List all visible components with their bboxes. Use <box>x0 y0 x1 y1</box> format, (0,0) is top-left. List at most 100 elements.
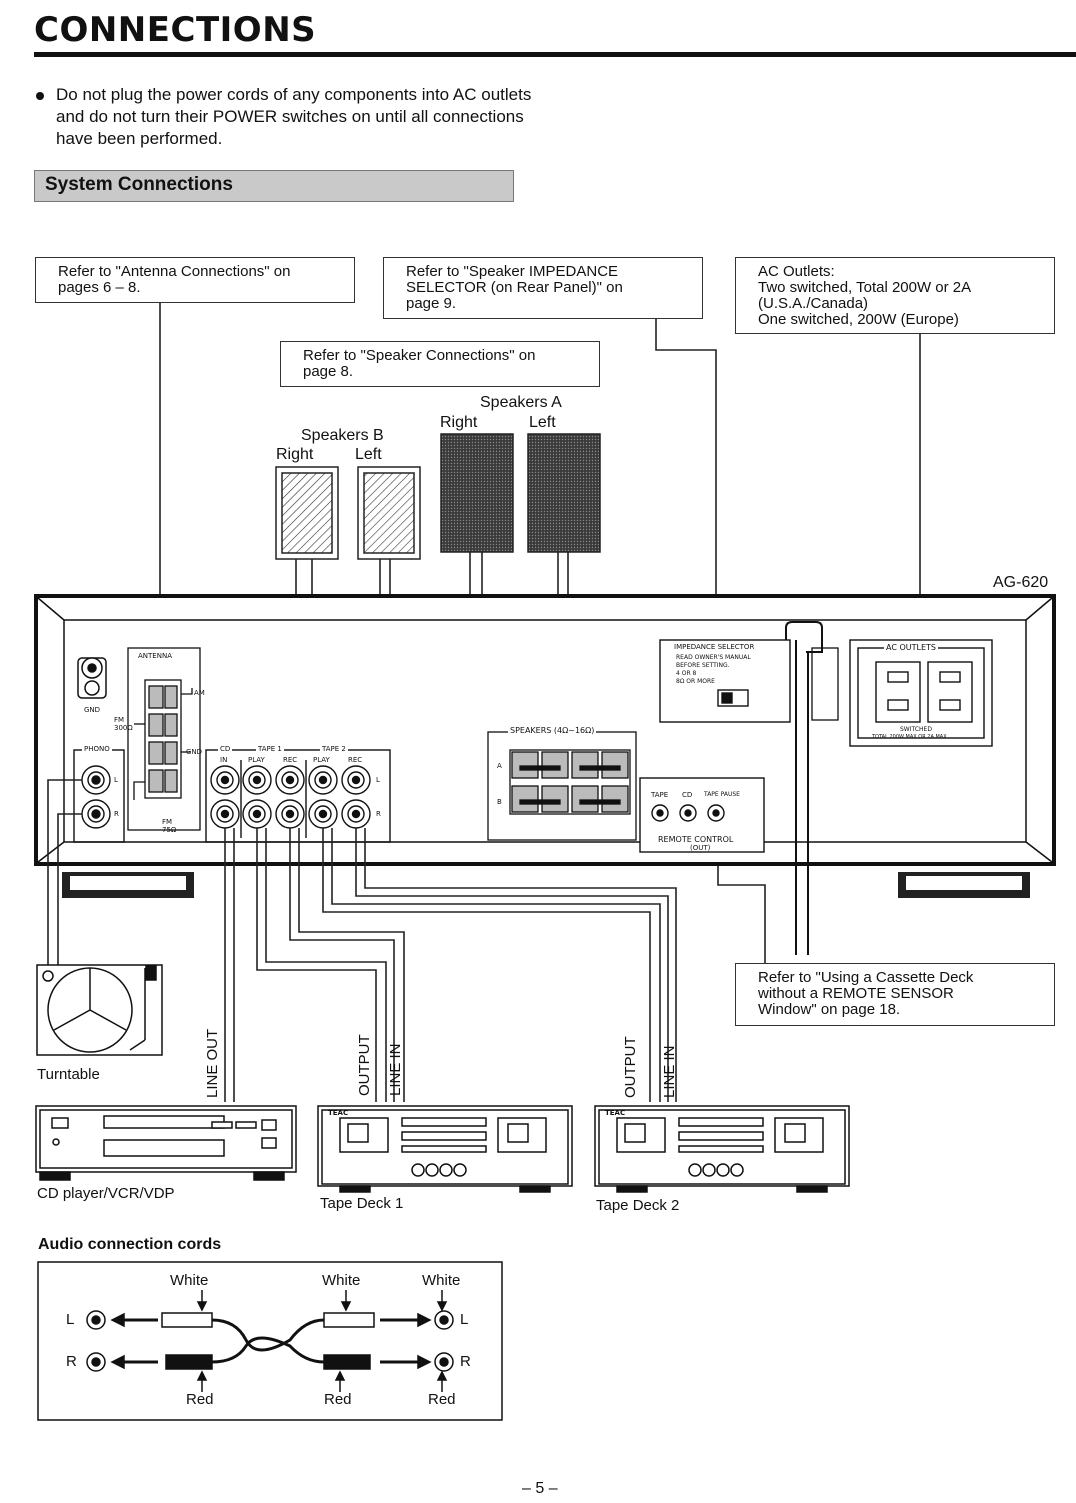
page-number: – 5 – <box>522 1480 558 1497</box>
callout-speaker-connections: Refer to "Speaker Connections" on page 8… <box>280 341 600 387</box>
speakers-a-label: Speakers A <box>480 394 562 411</box>
tape1-play-label: PLAY <box>248 756 265 764</box>
speaker-a-right <box>440 433 514 553</box>
section-heading-bar: System Connections <box>34 170 514 202</box>
callout-cassette-line: Window" on page 18. <box>758 1001 901 1018</box>
line-l-label: L <box>376 776 380 784</box>
callout-speaker-line: page 8. <box>303 363 354 380</box>
am-label: AM <box>194 689 205 697</box>
impedance-selector <box>659 639 791 723</box>
audio-cables <box>47 779 677 1102</box>
gnd-small-label: GND <box>84 706 101 714</box>
turntable-label: Turntable <box>37 1066 100 1083</box>
callout-antenna-line: pages 6 – 8. <box>58 279 141 296</box>
speaker-b-right <box>275 466 339 560</box>
callout-ac-line: (U.S.A./Canada) <box>758 295 869 312</box>
impedance-note2: BEFORE SETTING. <box>676 662 730 669</box>
title-rule <box>34 52 1076 57</box>
ac-total-label: TOTAL 200W MAX OR 2A MAX <box>872 734 947 740</box>
remote-cd-label: CD <box>682 791 693 799</box>
cord-left-l-label: L <box>66 1311 75 1328</box>
gnd-label: GND <box>186 748 203 756</box>
warning-note: Do not plug the power cords of any compo… <box>36 84 556 150</box>
bullet-icon <box>36 92 44 100</box>
tape-deck-2-brand: TEAC <box>605 1109 626 1117</box>
phono-jacks <box>73 749 125 843</box>
cord-left-r-label: R <box>66 1353 77 1370</box>
tape-deck-1 <box>317 1105 573 1193</box>
speaker-a-right-label: Right <box>440 414 478 431</box>
callout-ac-line: Two switched, Total 200W or 2A <box>758 279 972 296</box>
impedance-title: IMPEDANCE SELECTOR <box>672 643 757 651</box>
remote-pause-label: TAPE PAUSE <box>704 791 740 798</box>
deck2-line-in-label: LINE IN <box>661 1045 678 1098</box>
deck1-output-label: OUTPUT <box>356 1034 373 1096</box>
speaker-b-left <box>357 466 421 560</box>
cord-red-label-3: Red <box>428 1391 456 1408</box>
panel-recess <box>811 647 839 721</box>
tape-deck-1-brand: TEAC <box>328 1109 349 1117</box>
callout-impedance-line: SELECTOR (on Rear Panel)" on <box>406 279 623 296</box>
cord-right-r-label: R <box>460 1353 471 1370</box>
cord-white-label-3: White <box>422 1272 461 1289</box>
cd-player <box>35 1105 297 1181</box>
ac-switched-label: SWITCHED <box>900 726 932 733</box>
remote-tape-label: TAPE <box>651 791 669 799</box>
tape-deck-2 <box>594 1105 850 1193</box>
callout-cassette: Refer to "Using a Cassette Deck without … <box>735 963 1055 1026</box>
cd-in-label: IN <box>220 756 228 764</box>
turntable <box>36 964 163 1056</box>
page-title: CONNECTIONS <box>34 10 317 50</box>
tape1-jack-label: TAPE 1 <box>256 745 284 753</box>
cd-jack-label: CD <box>218 745 233 753</box>
impedance-note4: 8Ω OR MORE <box>676 678 715 685</box>
callout-antenna: Refer to "Antenna Connections" on pages … <box>35 257 355 303</box>
speaker-b-left-label: Left <box>355 446 382 463</box>
tape2-rec-label: REC <box>348 756 363 764</box>
callout-ac-line: One switched, 200W (Europe) <box>758 311 959 328</box>
speaker-b-right-label: Right <box>276 446 314 463</box>
phono-r-label: R <box>114 810 119 818</box>
remote-control-label: REMOTE CONTROL <box>656 835 736 844</box>
tape1-rec-label: REC <box>283 756 298 764</box>
tape-deck-2-label: Tape Deck 2 <box>596 1197 680 1214</box>
callout-impedance-line: Refer to "Speaker IMPEDANCE <box>406 263 619 280</box>
audio-cords-heading: Audio connection cords <box>38 1236 222 1253</box>
speakers-terminal-label: SPEAKERS (4Ω~16Ω) <box>508 726 597 735</box>
cd-player-label: CD player/VCR/VDP <box>37 1185 175 1202</box>
callout-speaker-line: Refer to "Speaker Connections" on <box>303 347 536 364</box>
cord-red-label-2: Red <box>324 1391 352 1408</box>
power-cord <box>785 621 823 955</box>
cord-white-label-2: White <box>322 1272 361 1289</box>
ac-outlets-label: AC OUTLETS <box>884 643 938 652</box>
callout-ac-line: AC Outlets: <box>758 263 835 280</box>
antenna-label: ANTENNA <box>138 652 172 660</box>
speaker-terminals <box>487 731 637 841</box>
gnd-terminal <box>77 657 107 699</box>
model-number: AG-620 <box>993 574 1049 591</box>
warning-text: Do not plug the power cords of any compo… <box>56 85 532 148</box>
impedance-note1: READ OWNER'S MANUAL <box>676 654 751 661</box>
phono-l-label: L <box>114 776 118 784</box>
callout-cassette-line: without a REMOTE SENSOR <box>758 985 954 1002</box>
callout-antenna-line: Refer to "Antenna Connections" on <box>58 263 291 280</box>
cord-right-l-label: L <box>460 1311 469 1328</box>
line-r-label: R <box>376 810 381 818</box>
remote-out-label: (OUT) <box>690 844 711 852</box>
deck1-line-in-label: LINE IN <box>387 1043 404 1096</box>
cord-white-label-1: White <box>170 1272 209 1289</box>
speaker-a-left-label: Left <box>529 414 556 431</box>
callout-impedance-line: page 9. <box>406 295 457 312</box>
speaker-a-terminal-label: A <box>497 762 502 770</box>
speaker-a-left <box>527 433 601 553</box>
tape2-jack-label: TAPE 2 <box>320 745 348 753</box>
tape2-play-label: PLAY <box>313 756 330 764</box>
section-heading: System Connections <box>45 174 233 195</box>
antenna-terminal <box>127 647 201 831</box>
audio-cords-panel <box>37 1261 503 1421</box>
callout-cassette-line: Refer to "Using a Cassette Deck <box>758 969 974 986</box>
tape-deck-1-label: Tape Deck 1 <box>320 1195 404 1212</box>
phono-label: PHONO <box>82 745 112 753</box>
cd-line-out-label: LINE OUT <box>204 1028 221 1098</box>
cord-red-label-1: Red <box>186 1391 214 1408</box>
